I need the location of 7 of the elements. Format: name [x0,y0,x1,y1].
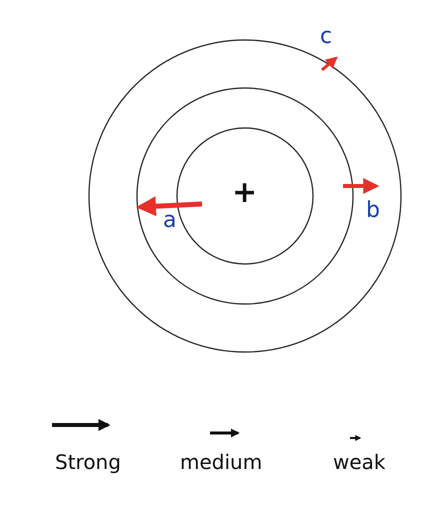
point-label: b [366,200,380,222]
point-label: c [320,26,332,48]
charge-sign: + [232,178,258,208]
point-label: a [163,210,176,232]
legend-label: medium [180,452,262,472]
legend-label: weak [333,452,386,472]
legend-label: Strong [55,452,121,472]
